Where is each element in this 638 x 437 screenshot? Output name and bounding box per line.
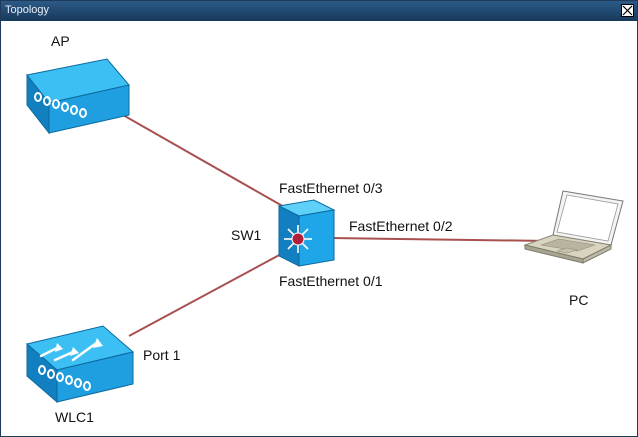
- links-layer: [122, 114, 550, 337]
- port-label-sw1-fa01: FastEthernet 0/1: [279, 273, 383, 289]
- window-title: Topology: [5, 4, 50, 16]
- title-bar[interactable]: Topology: [1, 1, 637, 21]
- link-sw1-pc[interactable]: [330, 237, 550, 242]
- device-label-wlc1: WLC1: [55, 409, 94, 425]
- access-point-icon: [26, 58, 130, 135]
- device-wlc1[interactable]: [23, 322, 139, 406]
- laptop-icon: [523, 190, 624, 264]
- wireless-lan-controller-icon: [25, 325, 135, 404]
- device-label-sw1: SW1: [231, 227, 262, 243]
- device-label-ap: AP: [51, 33, 70, 49]
- close-button[interactable]: [621, 4, 634, 17]
- link-ap-sw1[interactable]: [122, 114, 294, 213]
- device-sw1[interactable]: [276, 198, 338, 268]
- port-label-sw1-fa02: FastEthernet 0/2: [349, 218, 453, 234]
- port-label-sw1-fa03: FastEthernet 0/3: [279, 180, 383, 196]
- multilayer-switch-icon: [277, 199, 336, 267]
- device-label-pc: PC: [569, 292, 589, 308]
- close-icon: [622, 5, 633, 16]
- port-label-wlc1-port1: Port 1: [143, 347, 181, 363]
- link-sw1-wlc1[interactable]: [128, 252, 284, 337]
- topology-canvas: AP SW1: [1, 22, 637, 436]
- device-pc[interactable]: [521, 187, 631, 271]
- device-ap[interactable]: [23, 57, 133, 135]
